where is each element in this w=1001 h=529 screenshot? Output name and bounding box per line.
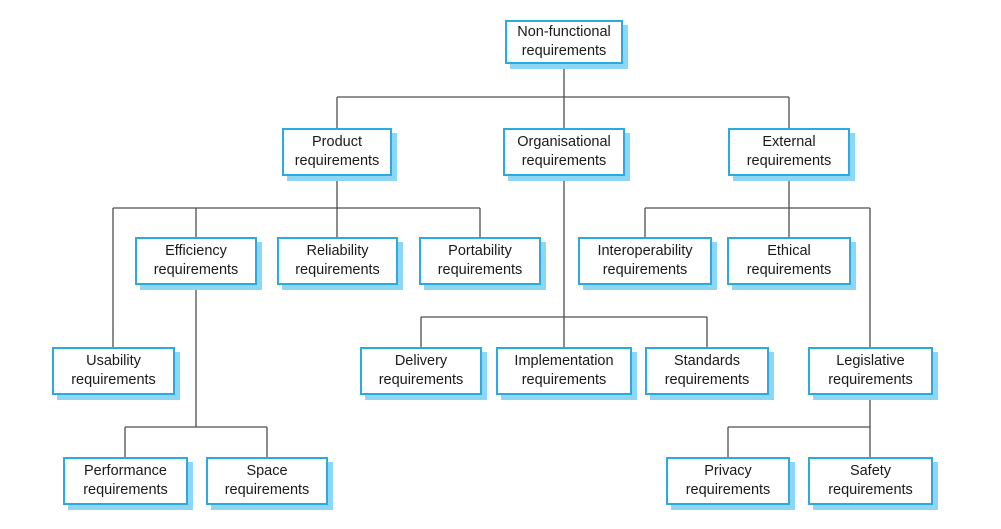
node-performance-requirements: Performance requirements (63, 457, 188, 505)
node-non-functional-requirements: Non-functional requirements (505, 20, 623, 64)
node-privacy-requirements: Privacy requirements (666, 457, 790, 505)
node-reliability-requirements: Reliability requirements (277, 237, 398, 285)
connector-external-subtree (644, 176, 871, 457)
connector-product-subtree (112, 176, 481, 457)
node-delivery-requirements: Delivery requirements (360, 347, 482, 395)
connector-organisational-subtree (420, 176, 708, 347)
node-implementation-requirements: Implementation requirements (496, 347, 632, 395)
node-interoperability-requirements: Interoperability requirements (578, 237, 712, 285)
node-portability-requirements: Portability requirements (419, 237, 541, 285)
node-organisational-requirements: Organisational requirements (503, 128, 625, 176)
node-standards-requirements: Standards requirements (645, 347, 769, 395)
node-usability-requirements: Usability requirements (52, 347, 175, 395)
node-external-requirements: External requirements (728, 128, 850, 176)
node-ethical-requirements: Ethical requirements (727, 237, 851, 285)
node-product-requirements: Product requirements (282, 128, 392, 176)
node-efficiency-requirements: Efficiency requirements (135, 237, 257, 285)
node-legislative-requirements: Legislative requirements (808, 347, 933, 395)
node-space-requirements: Space requirements (206, 457, 328, 505)
connector-root-to-level1 (336, 64, 790, 128)
node-safety-requirements: Safety requirements (808, 457, 933, 505)
